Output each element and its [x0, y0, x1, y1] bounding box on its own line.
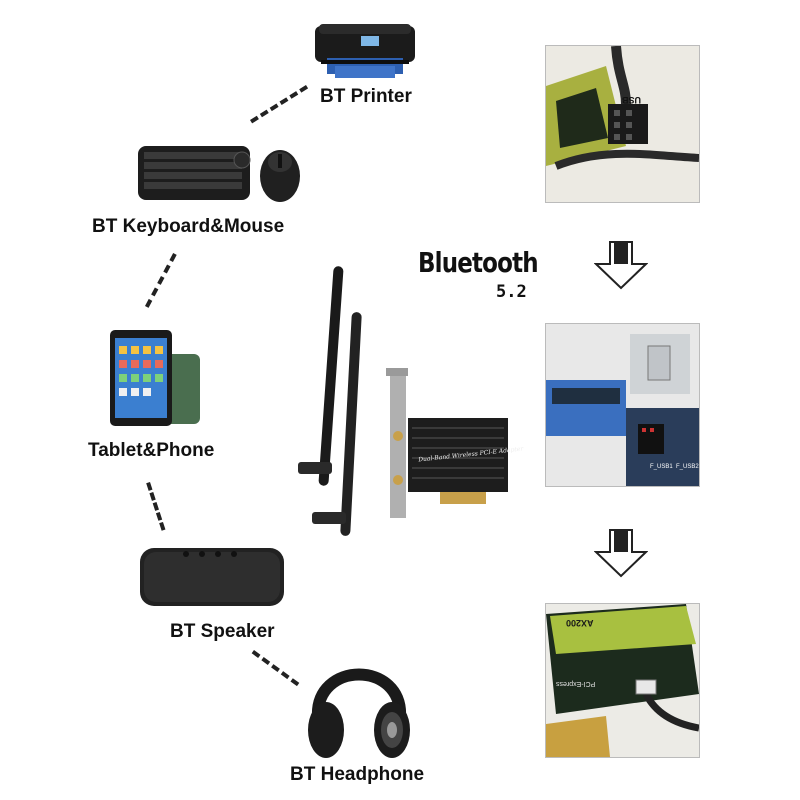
tablet-phone-image [110, 330, 200, 426]
device-label-printer: BT Printer [320, 86, 412, 107]
bluetooth-title: Bluetooth [418, 246, 539, 279]
ax200-label: AX200 [566, 618, 594, 628]
device-label-speaker: BT Speaker [170, 621, 275, 642]
device-label-headphone: BT Headphone [290, 764, 425, 785]
dashed-connector [146, 482, 166, 531]
dashed-connector [251, 650, 300, 687]
install-step-3-photo [545, 603, 700, 758]
arrow-down-icon [594, 241, 648, 290]
dashed-connector [250, 85, 309, 124]
device-label-keyboard-mouse: BT Keyboard&Mouse [92, 216, 285, 237]
usb-header-label: USB [622, 95, 642, 105]
device-label-tablet-phone: Tablet&Phone [88, 440, 215, 461]
headphone-image [308, 668, 410, 758]
f-usb2-label: F_USB2 [676, 464, 699, 470]
pcie-adapter-image [298, 266, 508, 536]
install-step-2-photo [545, 323, 700, 487]
keyboard-mouse-image [138, 146, 300, 202]
pci-express-label: PCI-Express [556, 680, 596, 687]
dashed-connector [145, 253, 177, 308]
f-usb1-label: F_USB1 [650, 464, 673, 470]
arrow-down-icon [594, 529, 648, 578]
install-step-1-photo [545, 45, 700, 203]
printer-image [315, 24, 415, 78]
bluetooth-version: 5.2 [496, 282, 527, 302]
speaker-image [140, 548, 284, 606]
